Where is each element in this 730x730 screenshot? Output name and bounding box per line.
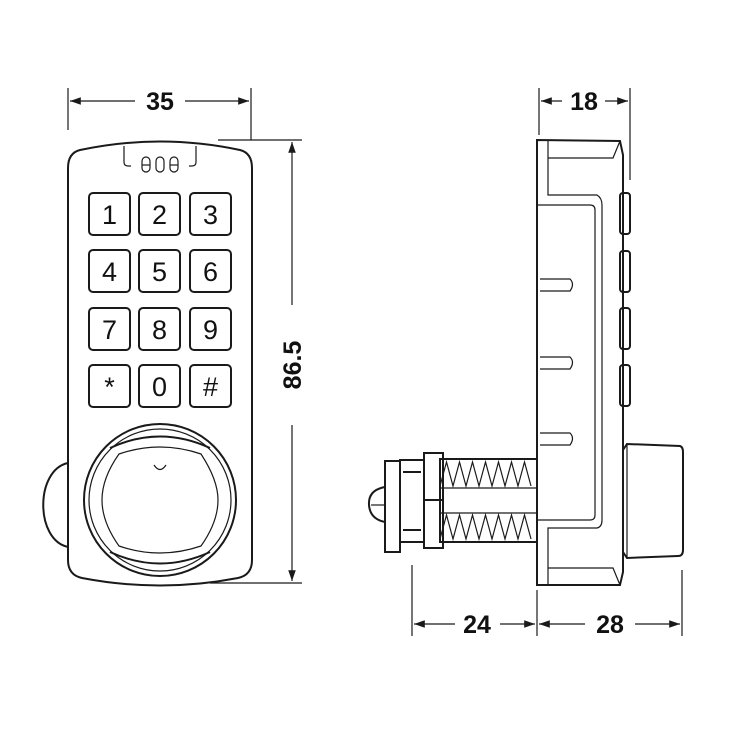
- keypad-key[interactable]: 1: [88, 192, 131, 236]
- dimension-height: 86.5: [279, 341, 307, 390]
- key-frame: [88, 364, 131, 408]
- dimension-depth: 18: [570, 88, 598, 116]
- key-label: 7: [102, 315, 117, 345]
- key-label: 4: [102, 257, 117, 287]
- keypad-key[interactable]: 4: [88, 249, 131, 293]
- key-frame: [138, 192, 181, 236]
- keypad-key[interactable]: 0: [138, 364, 181, 408]
- keypad-key[interactable]: 8: [138, 307, 181, 351]
- knob-indicator-notch: [153, 464, 167, 471]
- key-label: 3: [203, 200, 218, 230]
- key-label: 0: [152, 372, 167, 402]
- led-indicators: [141, 156, 179, 173]
- cam-plate: [384, 460, 401, 553]
- side-view: [367, 138, 684, 586]
- knob-front[interactable]: [83, 423, 237, 577]
- key-frame: [189, 307, 232, 351]
- dimension-lines: [67, 88, 683, 636]
- threaded-spindle: [439, 458, 538, 543]
- front-body-outline: [67, 140, 253, 587]
- keypad-key[interactable]: 5: [138, 249, 181, 293]
- front-view: 1 2 3 4 5 6 7 8 9 * 0 #: [42, 140, 253, 587]
- keypad-key[interactable]: #: [189, 364, 232, 408]
- keypad-key[interactable]: 3: [189, 192, 232, 236]
- key-frame: [189, 249, 232, 293]
- side-latch-bump: [42, 462, 69, 548]
- key-frame: [138, 364, 181, 408]
- key-label: 6: [203, 257, 218, 287]
- key-label: 2: [152, 200, 167, 230]
- side-buttons: [619, 192, 631, 407]
- key-frame: [88, 307, 131, 351]
- keypad-key[interactable]: *: [88, 364, 131, 408]
- dimension-spindle-length: 24: [463, 611, 491, 639]
- key-label: 9: [203, 315, 218, 345]
- key-frame: [189, 192, 232, 236]
- dimension-knob-depth: 28: [596, 611, 624, 639]
- top-notch-left: [123, 146, 131, 167]
- washer: [399, 459, 425, 543]
- keypad-key[interactable]: 7: [88, 307, 131, 351]
- side-plate-outline: [536, 138, 624, 586]
- screw-head: [367, 486, 386, 523]
- dimension-width: 35: [146, 88, 174, 116]
- keypad-key[interactable]: 2: [138, 192, 181, 236]
- keypad-key[interactable]: 6: [189, 249, 232, 293]
- key-frame: [88, 192, 131, 236]
- key-frame: [138, 249, 181, 293]
- keypad: 1 2 3 4 5 6 7 8 9 * 0 #: [88, 192, 232, 408]
- key-frame: [138, 307, 181, 351]
- key-frame: [189, 364, 232, 408]
- slot: [540, 278, 574, 292]
- key-label: #: [203, 372, 218, 402]
- top-notch-right: [189, 146, 197, 167]
- key-label: 5: [152, 257, 167, 287]
- knob-side[interactable]: [622, 442, 684, 560]
- key-label: 1: [102, 200, 117, 230]
- key-label: 8: [152, 315, 167, 345]
- slot: [540, 356, 574, 370]
- keypad-key[interactable]: 9: [189, 307, 232, 351]
- key-label: *: [104, 372, 115, 402]
- slot: [540, 432, 574, 446]
- key-frame: [88, 249, 131, 293]
